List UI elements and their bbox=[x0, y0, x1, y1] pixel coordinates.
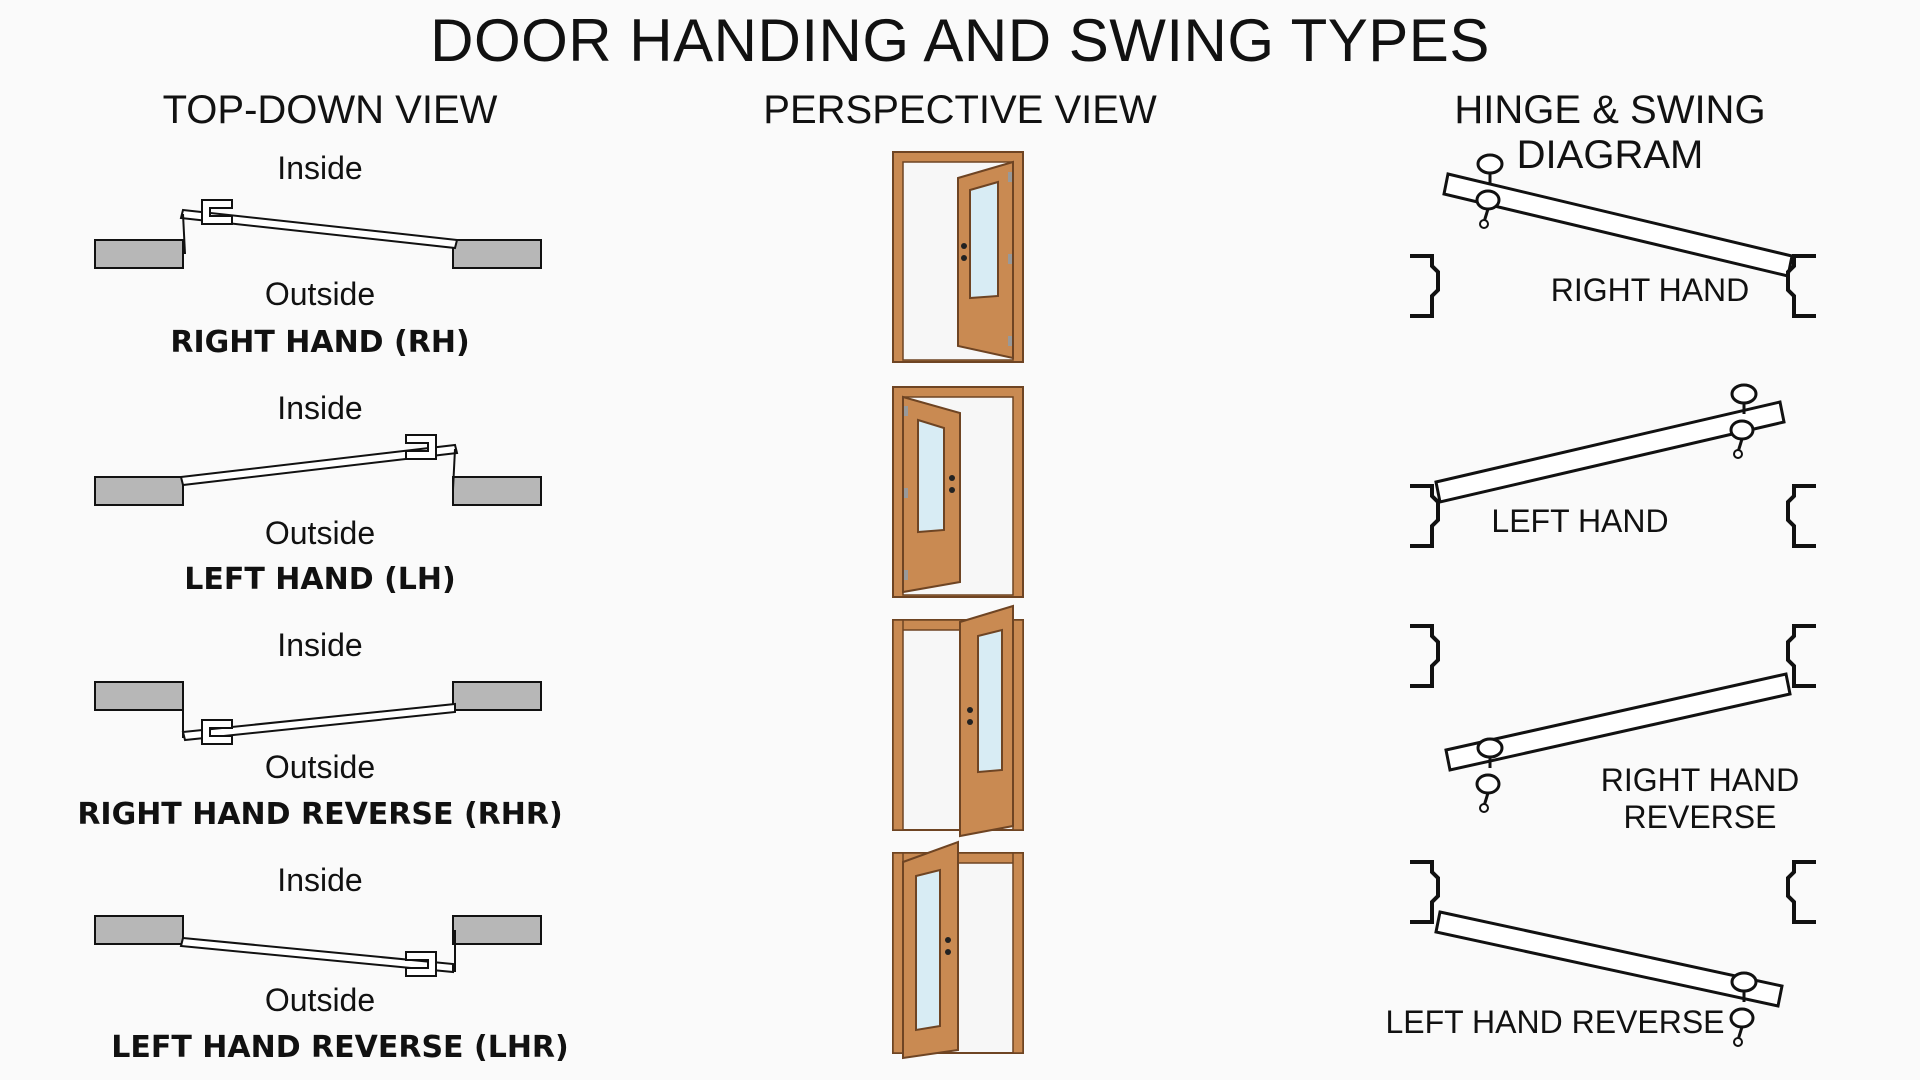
swing-diagram-left-hand bbox=[1408, 383, 1818, 548]
page-title: DOOR HANDING AND SWING TYPES bbox=[430, 7, 1490, 74]
top-down-lh-name: LEFT HAND (LH) bbox=[184, 562, 456, 597]
perspective-lh-door bbox=[892, 386, 1024, 598]
swing-label-right-hand: RIGHT HAND bbox=[1550, 272, 1750, 308]
top-down-rhr-inside-label: Inside bbox=[277, 627, 363, 663]
perspective-rh-door bbox=[892, 151, 1024, 363]
top-down-rh-name: RIGHT HAND (RH) bbox=[170, 325, 470, 360]
swing-diagram-right-hand-reverse bbox=[1408, 624, 1818, 814]
column-header-hinge-swing: HINGE & SWING DIAGRAM bbox=[1454, 88, 1766, 177]
perspective-rhr-door bbox=[892, 604, 1024, 838]
top-down-lhr-outside-label: Outside bbox=[264, 982, 376, 1018]
swing-label-right-hand-reverse: RIGHT HAND REVERSE bbox=[1600, 762, 1800, 835]
swing-diagram-right-hand bbox=[1408, 153, 1818, 318]
top-down-lhr-name: LEFT HAND REVERSE (LHR) bbox=[111, 1030, 569, 1065]
swing-label-left-hand-reverse: LEFT HAND REVERSE bbox=[1385, 1004, 1725, 1040]
swing-label-left-hand: LEFT HAND bbox=[1491, 503, 1669, 539]
top-down-rhr-outside-label: Outside bbox=[264, 749, 376, 785]
top-down-lh-plan bbox=[94, 434, 542, 506]
top-down-lhr-plan bbox=[94, 915, 542, 977]
top-down-lh-outside-label: Outside bbox=[264, 515, 376, 551]
swing-diagram-left-hand-reverse bbox=[1408, 860, 1818, 1048]
column-header-top-down: TOP-DOWN VIEW bbox=[162, 88, 498, 132]
top-down-rhr-name: RIGHT HAND REVERSE (RHR) bbox=[77, 797, 563, 832]
top-down-rh-outside-label: Outside bbox=[264, 276, 376, 312]
top-down-rhr-plan bbox=[94, 681, 542, 745]
top-down-lhr-inside-label: Inside bbox=[277, 862, 363, 898]
top-down-rh-plan bbox=[94, 199, 542, 269]
top-down-rh-inside-label: Inside bbox=[277, 150, 363, 186]
column-header-perspective: PERSPECTIVE VIEW bbox=[763, 88, 1157, 132]
perspective-lhr-door bbox=[892, 840, 1024, 1060]
top-down-lh-inside-label: Inside bbox=[277, 390, 363, 426]
